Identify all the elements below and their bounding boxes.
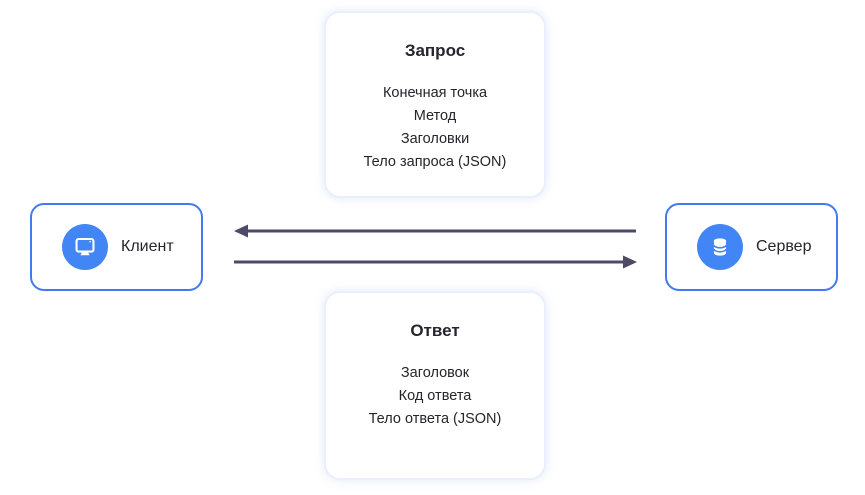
request-item: Метод (413, 108, 457, 124)
response-item: Заголовок (400, 365, 470, 381)
request-item: Конечная точка (382, 85, 488, 101)
monitor-icon (62, 224, 108, 270)
database-icon (697, 224, 743, 270)
server-node: Сервер (665, 203, 838, 291)
response-item: Код ответа (398, 388, 472, 404)
request-item: Заголовки (400, 131, 470, 147)
client-node: Клиент (30, 203, 203, 291)
request-item: Тело запроса (JSON) (363, 154, 507, 170)
client-label: Клиент (121, 238, 174, 255)
response-card-title: Ответ (410, 321, 460, 340)
response-item: Тело ответа (JSON) (368, 411, 502, 427)
server-label: Сервер (756, 238, 812, 255)
top-arrow-left (234, 224, 636, 238)
bottom-arrow-right (234, 255, 637, 269)
request-card-title: Запрос (404, 41, 466, 60)
